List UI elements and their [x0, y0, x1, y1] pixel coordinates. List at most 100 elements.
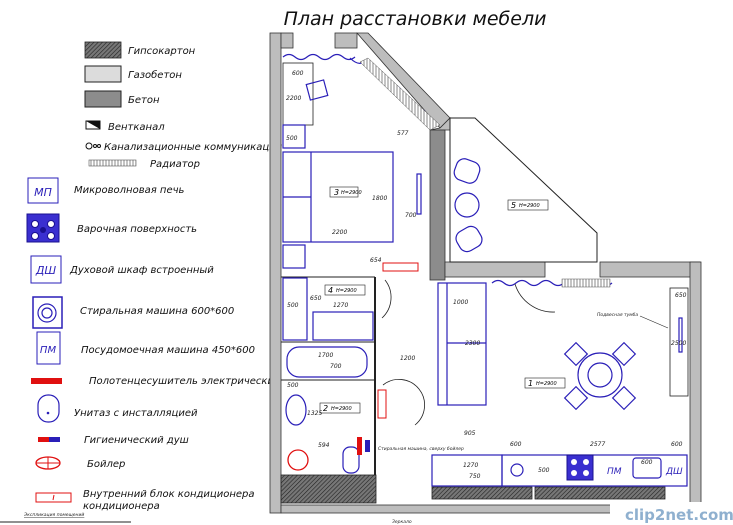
watermark: clip2net.com	[625, 506, 733, 524]
watermark-bg	[610, 502, 733, 525]
room-tag-1	[524, 377, 566, 389]
dimension: 650	[675, 292, 687, 299]
cooktop-icon	[566, 454, 594, 481]
room-tag-3	[329, 186, 359, 198]
dimension: 700	[330, 363, 342, 370]
cooktop-icon	[26, 213, 60, 243]
legend: Гипсокартон Газобетон Бетон Вентканал Ка…	[0, 41, 283, 523]
door-swing	[382, 379, 425, 426]
dimension: 1325	[307, 410, 322, 417]
concrete-swatch	[84, 90, 122, 108]
chair	[305, 79, 329, 101]
radiator-icon	[88, 159, 137, 167]
hanging-cabinet-label: Подвесная тумба	[597, 312, 638, 318]
dishwasher-code: ПМ	[607, 467, 622, 477]
room-height: H=2900	[336, 288, 357, 294]
tv	[678, 317, 683, 353]
dimension: 1700	[318, 352, 333, 359]
towel-warmer-icon	[31, 378, 62, 384]
bedroom-furniture: 3 H=2900	[282, 53, 441, 272]
dimension: 594	[318, 442, 330, 449]
dimension: 600	[292, 70, 304, 77]
legend-label: Гигиенический душ	[84, 435, 189, 446]
oven-code: ДШ	[665, 467, 683, 477]
dining-table	[577, 352, 623, 398]
chair	[611, 341, 637, 367]
legend-label: Радиатор	[150, 159, 200, 170]
oven-icon	[30, 255, 62, 284]
dimension: 905	[464, 430, 476, 437]
room-number: 5	[511, 201, 516, 210]
washing-machine-boiler	[287, 449, 309, 471]
explication-title: Экспликация помещений	[23, 512, 84, 518]
room-number: 2	[323, 404, 328, 413]
towel-warmer-icon	[357, 437, 362, 455]
room-number: 1	[528, 379, 533, 388]
door-swing	[514, 283, 556, 313]
dishwasher-code: ПМ	[40, 345, 57, 356]
dimensions: 600 2200 577 500 1800 2200 700 654 500 1…	[286, 70, 687, 480]
washer-note: Стиральная машина, сверху бойлер	[378, 446, 464, 452]
bathroom: 2 H=2900	[285, 346, 387, 474]
chair	[453, 158, 481, 184]
wardrobe-room: 4 H=2900	[282, 277, 374, 341]
kitchen-counter	[501, 454, 688, 487]
room-tag-5	[507, 199, 549, 211]
room-height: H=2900	[341, 190, 362, 196]
aerated-concrete-swatch	[84, 65, 122, 83]
legend-label: Канализационные коммуникации	[104, 142, 283, 153]
dimension: 2300	[465, 340, 480, 347]
legend-label: Полотенцесушитель электрический	[89, 376, 281, 387]
legend-label: Гипсокартон	[128, 46, 196, 57]
kitchen-sink	[632, 457, 662, 479]
mirror-door	[377, 389, 387, 419]
curtain	[282, 53, 356, 61]
legend-label: Унитаз с инсталляцией	[74, 408, 198, 419]
dimension: 500	[287, 382, 299, 389]
dimension: 700	[405, 212, 417, 219]
dishwasher-icon	[36, 331, 61, 365]
living-kitchen: Подвесная тумба 1 H=2900 ПМ ДШ Стиральна…	[378, 278, 689, 525]
tv	[416, 173, 422, 215]
sink	[285, 394, 307, 426]
microwave-code: МП	[34, 186, 52, 199]
legend-label-cont: кондиционера	[83, 501, 160, 512]
ac-indoor-unit-icon	[382, 262, 419, 272]
legend-label: Варочная поверхность	[77, 224, 197, 235]
room-tag-2	[319, 402, 361, 414]
dimension: 654	[370, 257, 382, 264]
chair	[455, 225, 483, 253]
toilet-icon	[37, 394, 60, 423]
hygienic-shower-icon	[365, 440, 370, 452]
mirror-label: Зеркало	[392, 519, 412, 525]
table	[454, 192, 480, 218]
oven-code: ДШ	[35, 264, 57, 277]
room-tag-4	[324, 284, 366, 296]
dimension: 500	[538, 467, 550, 474]
dimension: 1800	[372, 195, 387, 202]
legend-label: Бойлер	[87, 459, 125, 470]
bathtub	[286, 346, 368, 378]
legend-label: Духовой шкаф встроенный	[69, 265, 214, 276]
door-swing	[381, 279, 392, 319]
radiator-icon	[561, 278, 611, 288]
microwave-icon	[27, 177, 59, 204]
sewer-icon	[85, 142, 101, 150]
room-height: H=2900	[331, 406, 352, 412]
dimension: 500	[287, 302, 299, 309]
sofa	[437, 282, 487, 406]
dimension: 2200	[332, 229, 347, 236]
dimension: 1270	[463, 462, 478, 469]
legend-label: Микроволновая печь	[74, 185, 185, 196]
sink-drain	[510, 463, 524, 477]
ac-indoor-unit-icon	[35, 492, 72, 503]
hygienic-shower-icon	[38, 437, 60, 442]
legend-label: Вентканал	[108, 122, 165, 133]
legend-label: Стиральная машина 600*600	[80, 306, 234, 317]
dimension: 1200	[400, 355, 415, 362]
chair	[563, 341, 589, 367]
room-height: H=2900	[519, 203, 540, 209]
dimension: 2577	[590, 441, 605, 448]
dimension: 1270	[333, 302, 348, 309]
